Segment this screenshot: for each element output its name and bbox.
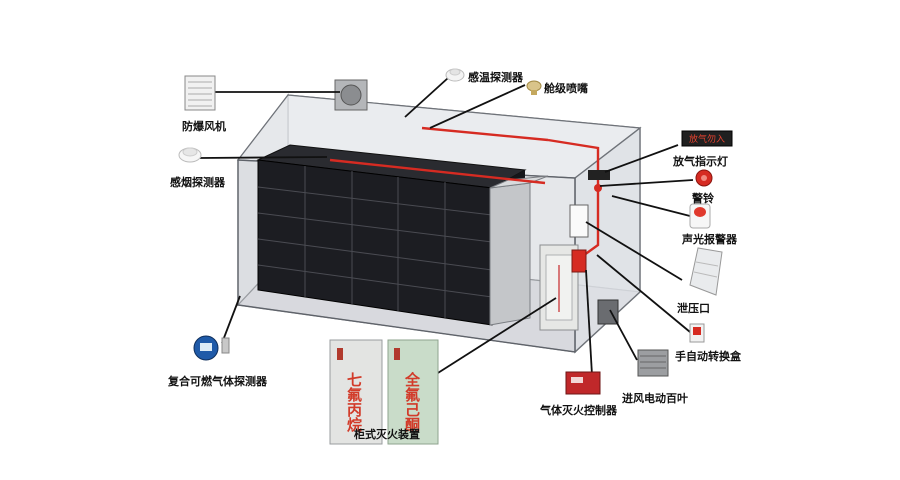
label-manual-auto-box: 手自动转换盒 <box>675 350 741 363</box>
louver-wall <box>597 299 619 325</box>
alarm-bell-icon <box>695 169 713 187</box>
release-indicator-wall <box>588 170 610 180</box>
control-panel-wall <box>569 204 589 238</box>
label-heat-detector: 感温探测器 <box>468 71 523 84</box>
wall-devices <box>334 79 619 325</box>
nozzle-icon <box>526 80 542 95</box>
callout-controller <box>585 269 593 376</box>
callout-louver <box>609 309 638 361</box>
label-pressure-relief: 泄压口 <box>677 302 710 315</box>
explosion-proof-fan-icon <box>184 75 216 111</box>
grey-electrical-cabinet <box>489 182 531 326</box>
cabinet-right-text: 全氟己酮 <box>403 372 421 432</box>
callout-nozzle <box>429 84 526 129</box>
ceiling-pipe <box>421 126 549 142</box>
cabinet-left-text: 七氟丙烷 <box>345 372 363 432</box>
strobe-alarm-icon <box>689 203 711 229</box>
fire-pipes <box>329 126 600 259</box>
callout-strobe <box>611 195 691 217</box>
label-fan: 防爆风机 <box>182 120 226 133</box>
fan-blade-icon <box>340 84 362 106</box>
cabinet-photo <box>329 339 439 445</box>
callout-cabinet <box>429 297 557 379</box>
gas-controller-icon <box>565 371 601 395</box>
label-alarm-bell: 警铃 <box>692 192 714 205</box>
callout-lines <box>199 77 694 379</box>
intake-louver-icon <box>637 349 669 377</box>
manual-box-wall <box>571 249 587 273</box>
label-cabinet-system: 柜式灭火装置 <box>354 428 420 441</box>
battery-racks <box>256 144 549 326</box>
callout-smoke <box>199 156 328 159</box>
label-smoke-detector: 感烟探测器 <box>170 176 225 189</box>
callout-gas <box>221 295 241 344</box>
smoke-detector-icon <box>178 147 202 163</box>
label-gas-detector: 复合可燃气体探测器 <box>168 375 267 388</box>
manual-auto-box-icon <box>689 323 705 343</box>
label-intake-louver: 进风电动百叶 <box>622 392 688 405</box>
battery-rack-grid <box>257 166 493 318</box>
callout-relief <box>585 221 683 281</box>
callout-heat <box>404 77 449 118</box>
pipe-riser <box>547 138 600 259</box>
label-strobe-alarm: 声光报警器 <box>682 233 737 246</box>
label-nozzle: 舱级喷嘴 <box>544 82 588 95</box>
label-controller: 气体灭火控制器 <box>540 404 617 417</box>
callout-manual <box>596 254 691 333</box>
fire-cabinet-in-container <box>539 244 579 331</box>
label-release-indicator: 放气指示灯 <box>673 155 728 168</box>
callout-indicator <box>604 144 679 173</box>
indicator-screen-text: 放气勿入 <box>689 133 725 145</box>
callout-bell <box>599 179 694 187</box>
gas-detector-icon <box>193 335 230 361</box>
release-indicator-icon: 放气勿入 <box>681 130 733 147</box>
heat-detector-icon <box>445 68 465 82</box>
pressure-relief-icon <box>689 247 723 296</box>
grey-electrical-cabinet-top <box>489 175 549 189</box>
rack-top-pipe <box>329 158 546 185</box>
